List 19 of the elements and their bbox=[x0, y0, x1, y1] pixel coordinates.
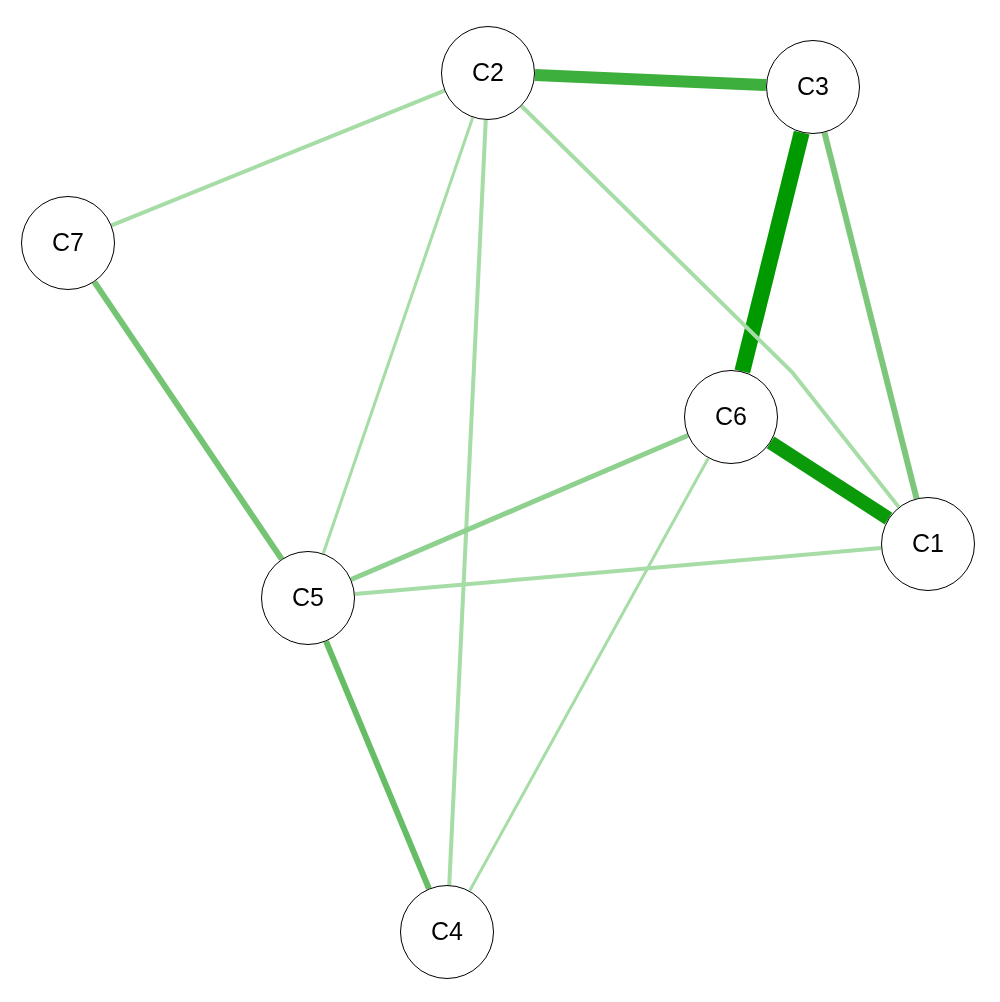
connector-line bbox=[447, 119, 488, 886]
node-label: C4 bbox=[431, 916, 463, 948]
connector-line bbox=[468, 457, 710, 892]
connector-line bbox=[110, 88, 446, 228]
node-label: C5 bbox=[292, 582, 324, 614]
node-label: C7 bbox=[52, 227, 84, 259]
connector-line bbox=[91, 280, 285, 561]
connector-line bbox=[350, 433, 689, 582]
node-label: C3 bbox=[797, 71, 829, 103]
connector-line bbox=[520, 104, 901, 509]
node-label: C2 bbox=[472, 57, 504, 89]
connector-line bbox=[323, 640, 432, 890]
connector-line bbox=[734, 130, 810, 374]
connector-line bbox=[534, 69, 767, 91]
node-label: C1 bbox=[912, 528, 944, 560]
connector-line bbox=[321, 116, 475, 555]
connector-line bbox=[354, 546, 882, 596]
node-label: C6 bbox=[715, 401, 747, 433]
connector-line bbox=[766, 436, 893, 525]
